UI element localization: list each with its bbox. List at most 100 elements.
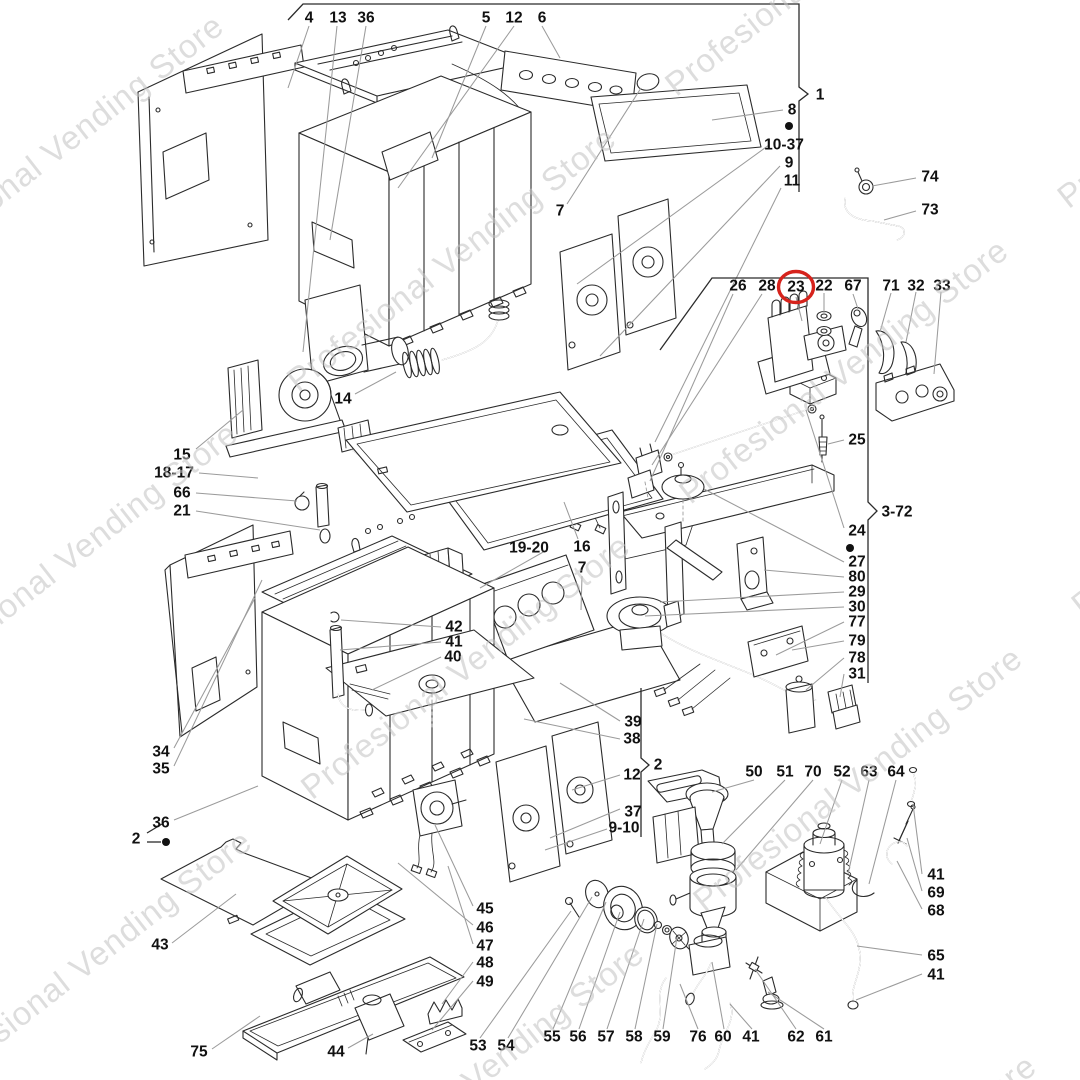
- leader-line: [644, 606, 845, 617]
- leader-line: [173, 579, 263, 767]
- leader-line: [839, 673, 845, 698]
- tube-21-66-drawing: [294, 482, 331, 544]
- leader-line: [339, 641, 442, 651]
- callout-70: 70: [804, 764, 821, 781]
- leader-line: [195, 492, 298, 502]
- callout-57: 57: [597, 1029, 614, 1046]
- leader-line: [441, 961, 474, 1005]
- callout-24: 24: [848, 523, 866, 540]
- leader-line: [729, 1003, 753, 1030]
- leader-line: [711, 961, 725, 1030]
- callout-75: 75: [190, 1044, 208, 1061]
- callout-80: 80: [848, 569, 865, 586]
- leader-line: [329, 25, 367, 241]
- leader-line: [541, 25, 561, 59]
- leader-line: [580, 575, 583, 611]
- callout-78: 78: [848, 650, 866, 667]
- callout-69: 69: [927, 885, 945, 902]
- cabinet-top-drawing: [294, 25, 532, 347]
- bracket-mark-2-left-a: [146, 823, 163, 834]
- callout-60: 60: [714, 1029, 731, 1046]
- leader-line: [735, 779, 814, 871]
- leader-line: [507, 896, 593, 1039]
- leader-line: [634, 923, 658, 1030]
- flat-panel-8-drawing: [590, 73, 762, 162]
- callout-15: 15: [173, 447, 191, 464]
- callout-37: 37: [624, 804, 641, 821]
- callout-67: 67: [844, 278, 861, 295]
- callout-76: 76: [689, 1029, 707, 1046]
- callout-41-r1: 41: [927, 867, 945, 884]
- leader-line: [479, 550, 546, 589]
- callout-51: 51: [776, 764, 794, 781]
- leader-line: [552, 901, 607, 1030]
- leader-line: [879, 292, 892, 333]
- callout-8: 8: [788, 102, 797, 119]
- motor-30-31-drawing: [606, 596, 861, 734]
- callout-40: 40: [444, 649, 461, 666]
- leader-line: [479, 910, 572, 1039]
- callout-48: 48: [476, 955, 494, 972]
- leader-line: [659, 591, 845, 603]
- position-dot: [785, 122, 793, 130]
- leader-line: [549, 808, 621, 839]
- callout-44: 44: [327, 1044, 345, 1061]
- callout-29: 29: [848, 584, 866, 601]
- callout-73: 73: [921, 202, 939, 219]
- callout-3-72: 3-72: [881, 504, 912, 521]
- callout-77: 77: [848, 614, 865, 631]
- callout-41-bottom: 41: [742, 1029, 760, 1046]
- leader-line: [679, 983, 699, 1030]
- callout-39: 39: [624, 714, 642, 731]
- callout-7-top: 7: [556, 203, 565, 220]
- callout-12-top: 12: [505, 10, 522, 27]
- back-panel-left-drawing: [164, 524, 294, 738]
- callout-14: 14: [334, 391, 352, 408]
- leader-line: [171, 893, 237, 944]
- bracket-group-3-72: [659, 277, 878, 683]
- callout-74: 74: [921, 169, 939, 186]
- base-trays-drawing: [160, 838, 467, 1061]
- plates-12-37-drawing: [495, 721, 613, 883]
- leader-line: [287, 25, 310, 89]
- leader-line: [767, 991, 825, 1030]
- callout-38: 38: [623, 731, 641, 748]
- callout-47: 47: [476, 938, 493, 955]
- position-dot: [846, 544, 854, 552]
- right-tubes-drawing: [886, 766, 918, 865]
- highlight-circle: [776, 269, 816, 305]
- leader-line: [195, 510, 321, 531]
- leader-line: [711, 779, 755, 793]
- leader-line: [711, 109, 784, 121]
- machine-line-art: [137, 25, 955, 1070]
- leader-line: [649, 293, 734, 482]
- leader-line: [371, 656, 442, 691]
- leader-line: [805, 409, 845, 529]
- brew-unit-drawing: [757, 290, 955, 422]
- callout-55: 55: [543, 1029, 561, 1046]
- leader-line: [662, 936, 678, 1030]
- callout-63: 63: [860, 764, 878, 781]
- callout-35: 35: [152, 761, 170, 778]
- leader-line: [847, 779, 870, 875]
- callout-79: 79: [848, 633, 866, 650]
- leader-line: [431, 25, 487, 159]
- frame-3-72-drawing: [607, 367, 837, 620]
- callout-43: 43: [151, 937, 169, 954]
- leader-line: [571, 774, 621, 791]
- leader-line: [852, 293, 859, 310]
- leader-line: [763, 569, 845, 578]
- callout-5: 5: [482, 10, 491, 27]
- callout-66: 66: [173, 485, 191, 502]
- leader-line: [905, 291, 917, 343]
- callout-23: 23: [787, 279, 805, 296]
- callout-2-left: 2: [132, 831, 141, 848]
- bracket-group-2: [640, 688, 650, 837]
- boiler-drawing: [765, 822, 875, 1010]
- callout-30: 30: [848, 599, 865, 616]
- callout-25: 25: [848, 432, 866, 449]
- callout-33: 33: [933, 278, 951, 295]
- leader-line: [606, 918, 645, 1030]
- callout-28: 28: [758, 278, 776, 295]
- leader-line: [397, 25, 515, 189]
